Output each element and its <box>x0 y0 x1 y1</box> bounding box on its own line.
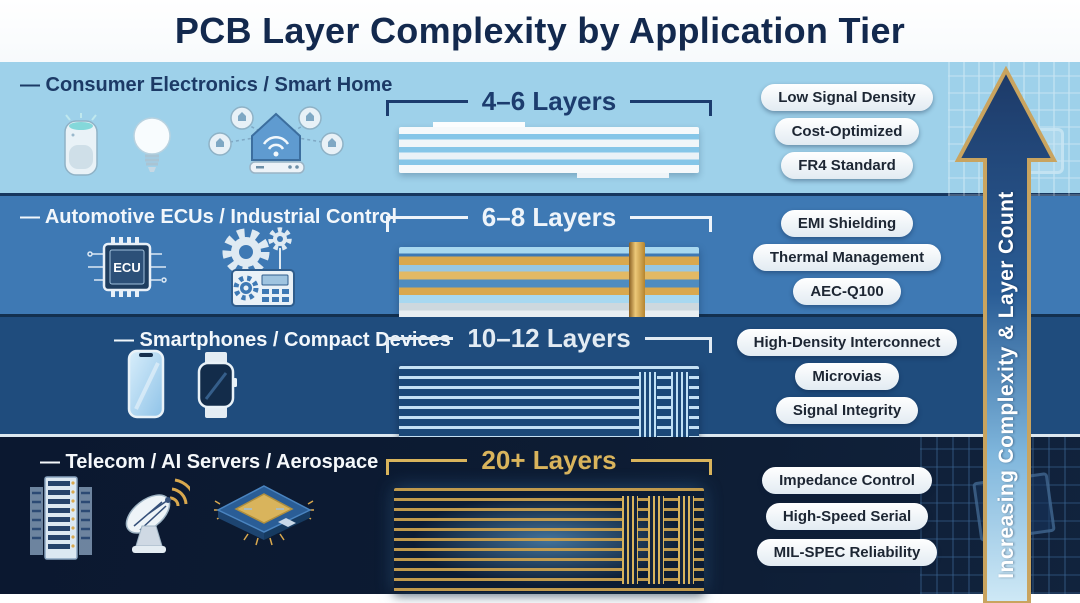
tier-consumer-electronics: — Consumer Electronics / Smart Home <box>0 62 1080 196</box>
tier-title: — Automotive ECUs / Industrial Control <box>20 206 398 228</box>
feature-badge: Low Signal Density <box>761 84 933 111</box>
pcb-chip-icon <box>214 485 314 546</box>
pcb-cross-section-20plus <box>394 488 704 592</box>
tier-icons <box>126 349 238 419</box>
feature-badge: High-Density Interconnect <box>736 329 958 356</box>
smart-speaker-icon <box>64 113 98 176</box>
layer-group: 20+ Layers <box>386 445 713 592</box>
pcb-cross-section-4-6 <box>399 122 699 178</box>
badge-list: EMI Shielding Thermal Management AEC-Q10… <box>740 210 954 305</box>
via-structure <box>629 242 645 324</box>
layer-count-label: 6–8 Layers <box>481 202 617 232</box>
tier-icons: ECU <box>84 224 304 310</box>
feature-badge: Microvias <box>795 363 899 390</box>
smart-home-hub-icon <box>208 106 344 174</box>
complexity-arrow <box>948 65 1064 603</box>
layer-count-bracket: 10–12 Layers <box>386 323 712 354</box>
bracket-left <box>386 337 454 353</box>
layer-count-bracket: 4–6 Layers <box>386 86 713 117</box>
tier-title: — Smartphones / Compact Devices <box>114 329 451 351</box>
via-structure <box>639 372 657 440</box>
bracket-right <box>630 459 713 475</box>
tier-title: — Consumer Electronics / Smart Home <box>20 74 393 96</box>
page-title: PCB Layer Complexity by Application Tier <box>174 10 906 51</box>
via-structure <box>622 496 638 584</box>
up-arrow-icon <box>954 65 1058 603</box>
feature-badge: High-Speed Serial <box>765 503 929 530</box>
layer-group: 4–6 Layers <box>386 86 713 178</box>
bracket-left <box>386 459 468 475</box>
bracket-right <box>630 100 713 116</box>
layer-count-bracket: 20+ Layers <box>386 445 713 476</box>
feature-badge: AEC-Q100 <box>793 278 901 305</box>
feature-badge: EMI Shielding <box>780 210 914 237</box>
light-bulb-icon <box>133 117 171 172</box>
layer-count-label: 10–12 Layers <box>467 323 631 353</box>
feature-badge: MIL-SPEC Reliability <box>756 539 938 566</box>
layer-count-label: 4–6 Layers <box>481 86 617 116</box>
layer-count-label: 20+ Layers <box>481 445 617 475</box>
tier-icons <box>28 471 314 563</box>
via-structure <box>648 496 664 584</box>
tier-icons <box>58 102 352 178</box>
bracket-right <box>644 337 712 353</box>
ecu-chip-label: ECU <box>113 260 140 275</box>
layer-group: 10–12 Layers <box>386 323 712 446</box>
feature-badge: Thermal Management <box>752 244 942 271</box>
layer-group: 6–8 Layers <box>386 202 713 324</box>
server-rack-icon <box>30 476 92 560</box>
badge-list: High-Density Interconnect Microvias Sign… <box>736 329 958 424</box>
badge-list: Impedance Control High-Speed Serial MIL-… <box>740 467 954 566</box>
badge-list: Low Signal Density Cost-Optimized FR4 St… <box>740 84 954 179</box>
via-structure <box>671 372 689 440</box>
complexity-arrow-label: Increasing Complexity & Layer Count <box>995 191 1018 579</box>
tier-title: — Telecom / AI Servers / Aerospace <box>40 451 379 473</box>
copper-pad-decor <box>433 122 525 127</box>
copper-pad-decor <box>577 173 669 178</box>
tier-smartphones-compact: — Smartphones / Compact Devices <box>0 317 1080 446</box>
bracket-left <box>386 100 468 116</box>
tier-automotive-industrial: — Automotive ECUs / Industrial Control E… <box>0 196 1080 324</box>
via-structure <box>678 496 694 584</box>
satellite-dish-icon <box>125 478 190 553</box>
smartphone-icon <box>127 349 165 419</box>
pcb-cross-section-10-12 <box>399 366 699 446</box>
bracket-right <box>630 216 713 232</box>
layer-count-bracket: 6–8 Layers <box>386 202 713 233</box>
ecu-chip-icon: ECU <box>87 237 167 297</box>
pcb-cross-section-6-8 <box>399 242 699 324</box>
industrial-gears-icon <box>222 227 295 307</box>
smartwatch-icon <box>197 352 237 418</box>
feature-badge: Impedance Control <box>762 467 932 494</box>
feature-badge: Signal Integrity <box>775 397 919 424</box>
feature-badge: Cost-Optimized <box>774 118 920 145</box>
feature-badge: FR4 Standard <box>781 152 913 179</box>
tier-telecom-ai-aerospace: — Telecom / AI Servers / Aerospace <box>0 437 1080 594</box>
bracket-left <box>386 216 468 232</box>
header: PCB Layer Complexity by Application Tier <box>0 0 1080 62</box>
